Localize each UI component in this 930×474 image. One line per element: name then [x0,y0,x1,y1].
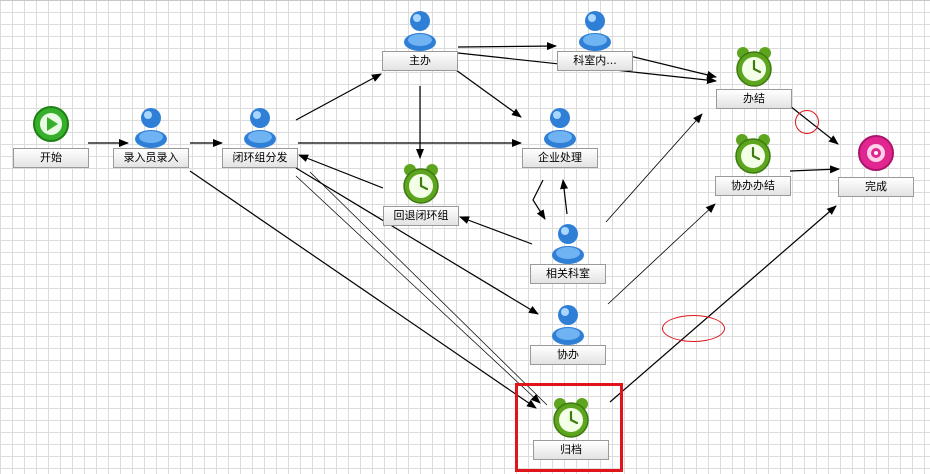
annotation-oval-small [795,110,819,134]
node-label: 闭环组分发 [222,148,298,168]
node-return-group[interactable]: 回退闭环组 [383,162,459,232]
user-icon [544,108,576,148]
edge-cofinish-complete [789,165,840,174]
end-disc-icon [858,135,894,171]
user-icon [404,11,436,51]
edge-distribute-archive-1 [295,175,541,404]
archive-highlight-box [515,383,623,472]
node-label: 主办 [382,51,458,71]
node-related[interactable]: 相关科室 [530,220,606,290]
edge-distribute-assist [295,167,539,315]
edge-related-finish [605,113,703,223]
node-label: 开始 [13,148,89,168]
alarm-clock-icon [735,134,771,174]
edge-related-enterprise [560,179,569,215]
node-label: 协办 [530,345,606,365]
edge-assist-cofinish [607,203,716,305]
node-label: 科室内... [557,51,633,71]
edge-return-distribute [298,154,384,189]
edge-main-enterprise [455,69,522,118]
node-room[interactable]: 科室内... [557,7,633,77]
edge-entry-archive [189,170,537,409]
node-entry[interactable]: 录入员录入 [113,104,189,174]
node-label: 办结 [716,89,792,109]
edge-distribute-archive-2 [309,171,548,406]
node-label: 归档 [533,440,609,460]
user-icon [135,108,167,148]
annotation-oval-large [662,315,725,342]
node-main[interactable]: 主办 [382,7,458,77]
user-icon [552,305,584,345]
node-label: 协办办结 [715,176,791,196]
node-archive[interactable]: 归档 [533,396,609,466]
edge-related-return [459,216,533,245]
node-assist[interactable]: 协办 [530,301,606,371]
alarm-clock-icon [403,164,439,204]
edge-room-finish [629,55,717,79]
user-icon [244,108,276,148]
node-label: 相关科室 [530,264,606,284]
node-label: 完成 [838,177,914,197]
start-play-icon [33,106,69,142]
node-finish-work[interactable]: 办结 [716,45,792,115]
node-distribute[interactable]: 闭环组分发 [222,104,298,174]
node-label: 回退闭环组 [383,206,459,226]
node-label: 企业处理 [522,148,598,168]
edge-archive-complete [609,205,837,403]
node-start[interactable]: 开始 [13,104,89,174]
node-co-finish[interactable]: 协办办结 [715,132,791,202]
user-icon [579,11,611,51]
node-enterprise[interactable]: 企业处理 [522,104,598,174]
edge-distribute-main [295,73,382,121]
edge-main-room [457,42,557,51]
node-complete[interactable]: 完成 [838,133,914,203]
top-border [0,0,930,1]
alarm-clock-icon [553,398,589,438]
user-icon [552,224,584,264]
node-label: 录入员录入 [113,148,189,168]
edge-enterprise-related [532,179,546,220]
alarm-clock-icon [736,47,772,87]
